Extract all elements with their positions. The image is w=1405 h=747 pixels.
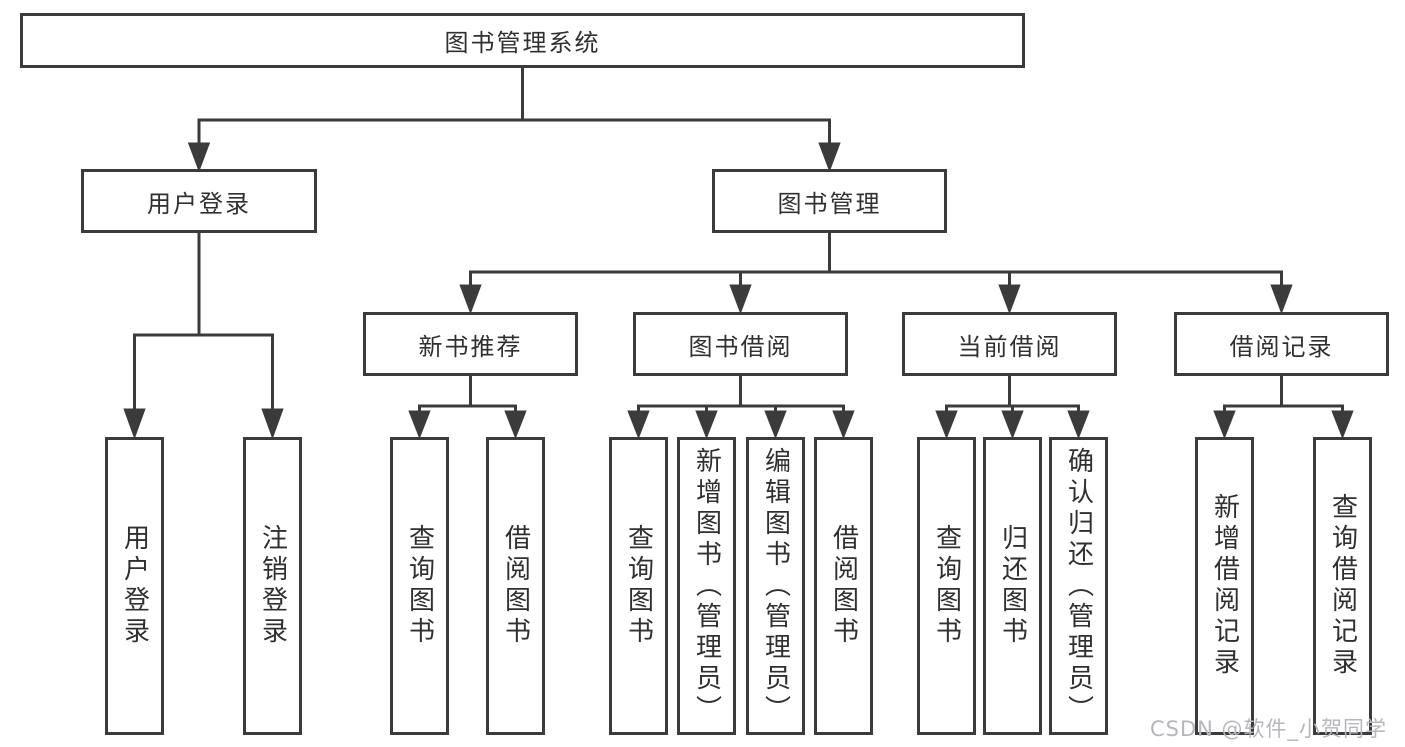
node-borrow-records: 借阅记录 [1174,312,1389,376]
leaf-edit-books-admin-label: 编辑图书（管理员） [760,446,791,726]
node-book-borrow-label: 图书借阅 [688,332,793,361]
node-new-book-recommend: 新书推荐 [363,312,578,376]
leaf-query-books-1-label: 查询图书 [404,524,435,648]
leaf-query-books-3: 查询图书 [917,437,976,735]
leaf-query-borrow-record-label: 查询借阅记录 [1327,493,1358,679]
leaf-query-books-1: 查询图书 [390,437,449,735]
node-user-login-label: 用户登录 [147,189,251,218]
leaf-borrow-books-1: 借阅图书 [486,437,545,735]
watermark: CSDN @软件_小贺同学 [1150,717,1388,741]
node-library-system-label: 图书管理系统 [444,29,601,57]
node-book-management: 图书管理 [712,169,947,233]
node-borrow-records-label: 借阅记录 [1229,332,1334,361]
node-current-borrow: 当前借阅 [902,312,1117,376]
node-book-management-label: 图书管理 [777,189,882,218]
leaf-query-books-2-label: 查询图书 [623,524,654,648]
connector-book-borrow-children [627,376,855,440]
connector-current-borrow-children [935,376,1090,440]
leaf-user-login: 用户登录 [105,437,164,735]
leaf-borrow-books-2: 借阅图书 [814,437,873,735]
connector-borrow-records-children [1213,376,1354,440]
connector-root-to-level2 [187,66,841,173]
leaf-confirm-return-admin: 确认归还（管理员） [1049,437,1108,735]
leaf-query-books-2: 查询图书 [609,437,668,735]
node-library-system: 图书管理系统 [20,13,1025,68]
leaf-query-borrow-record: 查询借阅记录 [1313,437,1372,735]
node-user-login: 用户登录 [81,169,317,233]
leaf-edit-books-admin: 编辑图书（管理员） [746,437,805,735]
leaf-borrow-books-2-label: 借阅图书 [828,524,859,648]
connector-new-books-children [408,376,527,440]
leaf-confirm-return-admin-label: 确认归还（管理员） [1063,446,1094,726]
leaf-add-borrow-record: 新增借阅记录 [1195,437,1254,735]
leaf-user-login-label: 用户登录 [119,524,150,648]
leaf-borrow-books-1-label: 借阅图书 [500,524,531,648]
leaf-logout-label: 注销登录 [257,524,288,648]
leaf-add-borrow-record-label: 新增借阅记录 [1209,493,1240,679]
leaf-logout: 注销登录 [243,437,302,735]
node-book-borrow: 图书借阅 [633,312,848,376]
connector-book-mgmt-to-level3 [459,233,1293,315]
node-current-borrow-label: 当前借阅 [957,332,1062,361]
leaf-add-books-admin-label: 新增图书（管理员） [691,446,722,726]
leaf-return-books-label: 归还图书 [997,524,1028,648]
connector-user-login-children [123,233,284,440]
leaf-return-books: 归还图书 [983,437,1042,735]
leaf-query-books-3-label: 查询图书 [931,524,962,648]
leaf-add-books-admin: 新增图书（管理员） [677,437,736,735]
node-new-book-recommend-label: 新书推荐 [418,332,523,361]
